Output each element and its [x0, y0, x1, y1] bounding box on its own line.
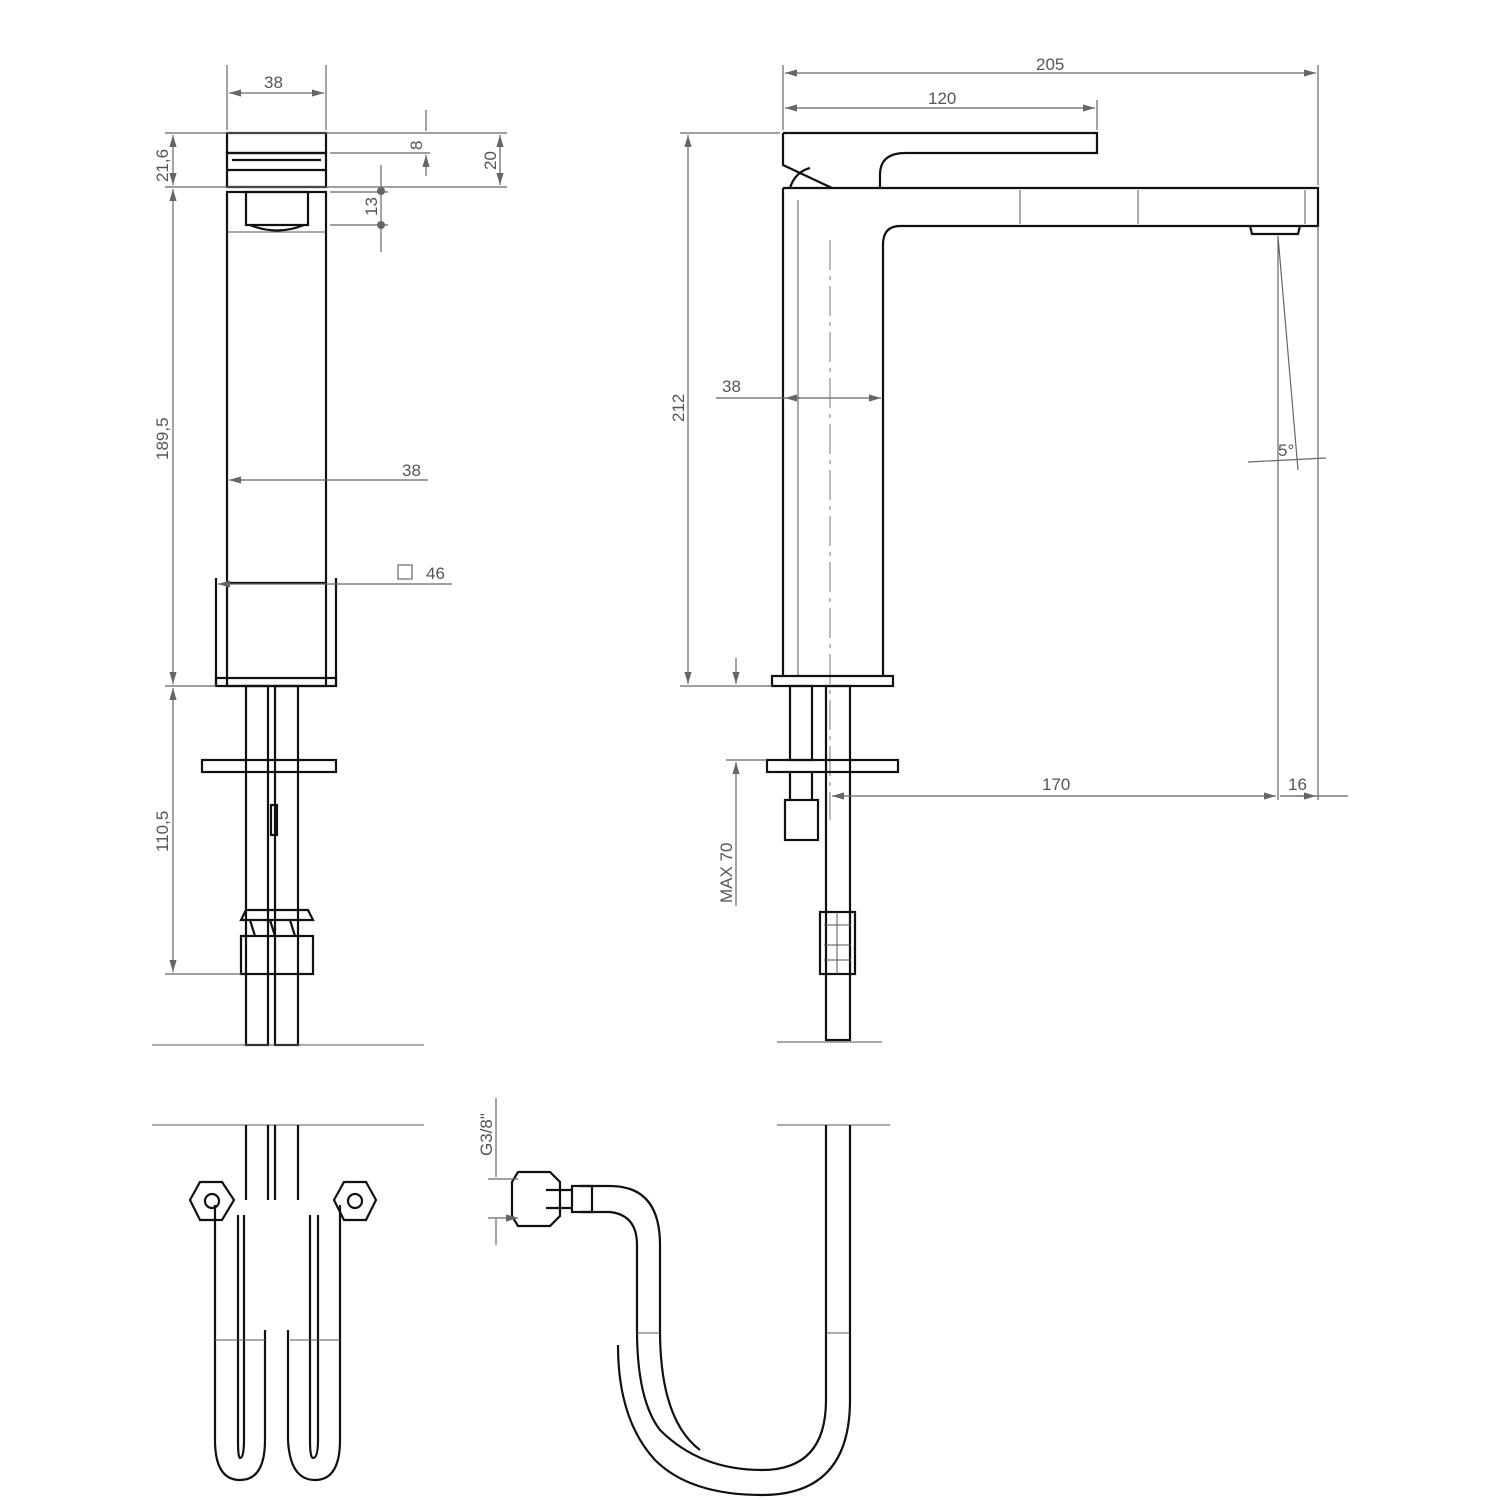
front-view	[510, 131, 1320, 1497]
dim-side-body-height: 189,5	[153, 417, 172, 460]
dim-front-reach: 170	[1042, 775, 1070, 794]
dim-side-lever: 8	[407, 141, 426, 150]
dim-front-max-deck: MAX 70	[717, 843, 736, 903]
dim-side-below-base: 110,5	[153, 811, 172, 852]
dim-front-spout-end: 16	[1288, 775, 1307, 794]
side-dimensions: 38 21,6 8 20 13 189,5 38 46 110,5	[153, 65, 507, 975]
dim-front-body-width: 38	[722, 377, 741, 396]
front-dimensions: 205 120 212 38 5° 170 16 MAX 70 G3/8"	[477, 55, 1348, 1245]
side-view	[152, 131, 424, 1482]
dim-side-aerator: 13	[362, 197, 381, 216]
dim-front-angle: 5°	[1278, 441, 1294, 460]
dim-side-cap: 21,6	[153, 149, 172, 182]
dim-side-cap-height: 20	[481, 151, 500, 170]
dim-front-total-height: 212	[669, 394, 688, 422]
dim-side-width-top: 38	[264, 73, 283, 92]
dim-side-base-square: 46	[426, 564, 445, 583]
dim-front-total-length: 205	[1036, 55, 1064, 74]
dim-front-lever-length: 120	[928, 89, 956, 108]
dim-hose-thread: G3/8"	[477, 1113, 496, 1156]
dim-side-body-width: 38	[402, 461, 421, 480]
